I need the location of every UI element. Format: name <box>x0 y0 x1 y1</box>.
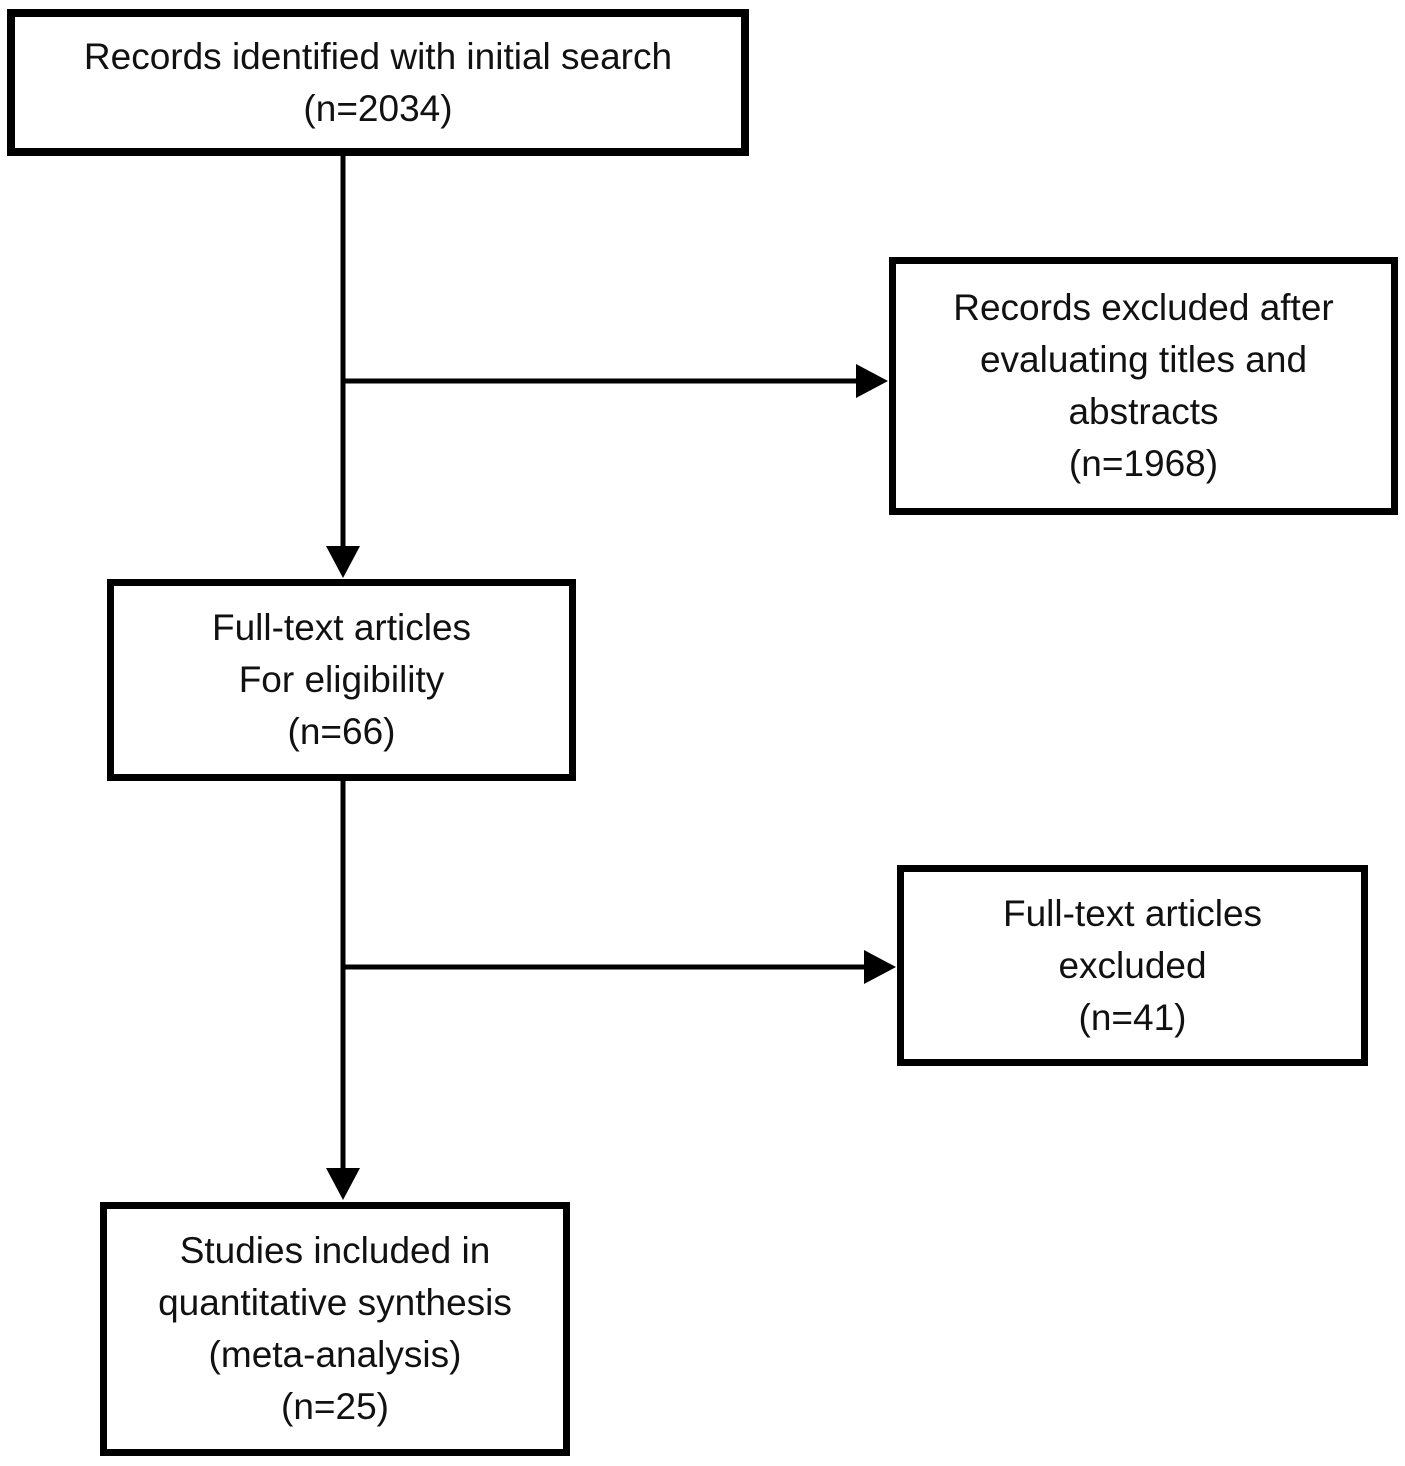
node-line: evaluating titles and <box>979 339 1308 380</box>
node-line: (meta-analysis) <box>208 1334 462 1375</box>
node-studies-included: Studies included in quantitative synthes… <box>100 1202 570 1456</box>
arrow-branch-to-fulltext-excluded <box>343 950 896 984</box>
node-fulltext-eligibility: Full-text articles For eligibility (n=66… <box>107 579 576 781</box>
node-records-excluded: Records excluded after evaluating titles… <box>889 257 1398 515</box>
node-count: (n=1968) <box>1068 443 1219 484</box>
node-count: (n=41) <box>1078 996 1187 1038</box>
arrow-identified-to-eligibility <box>326 155 360 578</box>
node-line: Studies included in <box>179 1230 491 1271</box>
node-line: Records excluded after <box>953 287 1334 328</box>
arrowhead-down-icon <box>326 546 360 578</box>
node-line: Full-text articles <box>211 607 472 648</box>
arrowhead-down-icon <box>326 1168 360 1200</box>
arrow-eligibility-to-included <box>326 780 360 1200</box>
node-count: (n=25) <box>281 1386 389 1427</box>
node-count: (n=2034) <box>303 87 453 129</box>
node-line: quantitative synthesis <box>158 1282 512 1323</box>
node-fulltext-excluded: Full-text articles excluded (n=41) <box>897 865 1368 1066</box>
node-line: excluded <box>1058 944 1207 986</box>
node-line: For eligibility <box>238 659 445 700</box>
node-line: abstracts <box>1068 391 1219 432</box>
node-line: Full-text articles <box>1002 892 1263 934</box>
arrow-branch-to-records-excluded <box>343 364 888 398</box>
node-count: (n=66) <box>287 711 396 752</box>
arrowhead-right-icon <box>864 950 896 984</box>
node-line: Records identified with initial search <box>83 35 673 77</box>
node-records-identified: Records identified with initial search (… <box>7 9 749 156</box>
arrowhead-right-icon <box>856 364 888 398</box>
